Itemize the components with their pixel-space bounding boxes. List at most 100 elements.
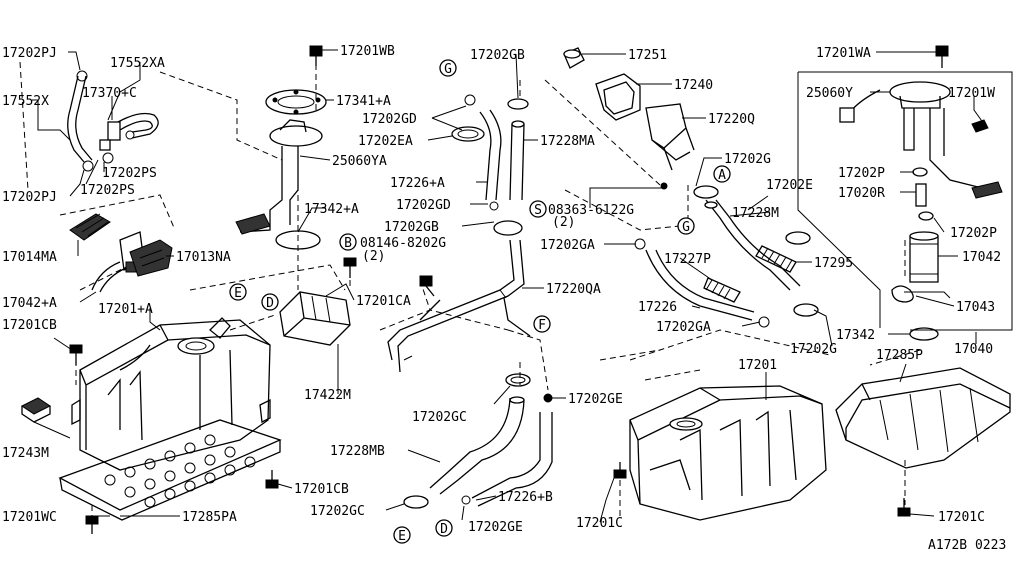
label-17202gb-top: 17202GB (470, 48, 525, 63)
fuel-tank-17201a (79, 317, 271, 471)
parts-17202p-17020r (912, 167, 934, 221)
label-17201: 17201 (738, 358, 777, 373)
bracket-17013na (129, 239, 173, 277)
label-17552xa: 17552XA (110, 56, 165, 71)
clamps-center-top (451, 98, 529, 236)
svg-text:D: D (266, 296, 274, 311)
hose-17226 (645, 249, 755, 321)
label-17202pj-top: 17202PJ (2, 46, 57, 61)
label-17228ma: 17228MA (540, 134, 595, 149)
label-17285pa: 17285PA (182, 510, 237, 525)
label-17202gd-2: 17202GD (396, 198, 451, 213)
label-17370c: 17370+C (82, 86, 137, 101)
clamp-17202gc-mid (505, 373, 531, 387)
pump-unit-25060y (839, 81, 1003, 199)
leader-lines (32, 49, 985, 523)
strainer-17043 (891, 285, 951, 303)
label-08363-6122g: 08363-6122G (548, 203, 634, 218)
label-17201c-mid: 17201C (576, 516, 623, 531)
svg-text:D: D (440, 522, 448, 537)
label-17201w: 17201W (948, 86, 995, 101)
ring-17341a (265, 89, 327, 115)
label-17201a: 17201+A (98, 302, 153, 317)
callout-g2: G (677, 217, 695, 235)
label-17552x: 17552X (2, 94, 49, 109)
label-17201cb-bottom: 17201CB (294, 482, 349, 497)
label-17228mb: 17228MB (330, 444, 385, 459)
callout-b: B (339, 233, 357, 251)
callout-d1: D (261, 293, 279, 311)
label-17202ga-1: 17202GA (540, 238, 595, 253)
bolts-left (69, 257, 357, 534)
label-17043: 17043 (956, 300, 995, 315)
svg-text:E: E (234, 286, 242, 301)
label-17202ps-bottom: 17202PS (80, 183, 135, 198)
label-17202ge-bottom: 17202GE (468, 520, 523, 535)
callout-g1: G (439, 59, 457, 77)
callout-circles: G A G S B E D F E D (229, 59, 731, 544)
hose-17228m (704, 199, 801, 291)
label-17220q: 17220Q (708, 112, 755, 127)
label-25060y: 25060Y (806, 86, 853, 101)
label-17422m: 17422M (304, 388, 351, 403)
label-17226a: 17226+A (390, 176, 445, 191)
label-17201wa: 17201WA (816, 46, 871, 61)
label-17202pj-bottom: 17202PJ (2, 190, 57, 205)
callout-d2: D (435, 519, 453, 537)
svg-text:G: G (682, 220, 690, 235)
label-17342a: 17342+A (304, 202, 359, 217)
bracket-17422m (279, 291, 351, 346)
protector-17285p (835, 367, 1011, 469)
callout-f: F (533, 315, 551, 333)
svg-text:E: E (398, 529, 406, 544)
footer-code: A172B 0223 (928, 538, 1006, 553)
label-17202p-left: 17202P (838, 166, 885, 181)
label-17226: 17226 (638, 300, 677, 315)
label-08363-qty: (2) (552, 215, 575, 230)
label-17202ea: 17202EA (358, 134, 413, 149)
pump-17042 (909, 231, 939, 283)
label-17228m: 17228M (732, 206, 779, 221)
callout-e2: E (393, 526, 411, 544)
hose-17226b (471, 412, 553, 507)
label-17220qa: 17220QA (546, 282, 601, 297)
callout-a: A (713, 165, 731, 183)
label-17243m: 17243M (2, 446, 49, 461)
label-17201ca: 17201CA (356, 294, 411, 309)
label-17226b: 17226+B (498, 490, 553, 505)
label-17342: 17342 (836, 328, 875, 343)
svg-text:S: S (534, 203, 542, 218)
callout-s: S (529, 200, 547, 218)
label-17014ma: 17014MA (2, 250, 57, 265)
label-25060ya: 25060YA (332, 154, 387, 169)
bolt-17201wa (935, 45, 949, 68)
clamp-small (76, 70, 135, 172)
tank-strap-plate (71, 398, 271, 426)
protector-17285pa (58, 419, 282, 521)
label-17202ga-2: 17202GA (656, 320, 711, 335)
label-17201cb-left: 17201CB (2, 318, 57, 333)
hose-17228mb (429, 396, 525, 495)
hose-17228ma (509, 120, 525, 201)
label-17201c-right: 17201C (938, 510, 985, 525)
label-17020r: 17020R (838, 186, 885, 201)
label-17201wb: 17201WB (340, 44, 395, 59)
label-17202p-right: 17202P (950, 226, 997, 241)
pad-17243m (21, 397, 51, 423)
label-17240: 17240 (674, 78, 713, 93)
label-08146-8202g: 08146-8202G (360, 236, 446, 251)
label-17227p: 17227P (664, 252, 711, 267)
cap-17251 (563, 47, 585, 69)
filter-17014ma (69, 213, 111, 241)
label-17295: 17295 (814, 256, 853, 271)
dashed-reference-lines (19, 61, 921, 525)
label-17042a: 17042+A (2, 296, 57, 311)
label-17202ge-right: 17202GE (568, 392, 623, 407)
label-17040: 17040 (954, 342, 993, 357)
pump-assembly-frame (797, 71, 1013, 331)
bolt-17202gd-center (419, 275, 435, 297)
hose-17227p (703, 277, 741, 303)
screw-17201w (971, 119, 989, 133)
label-17202gd-1: 17202GD (362, 112, 417, 127)
